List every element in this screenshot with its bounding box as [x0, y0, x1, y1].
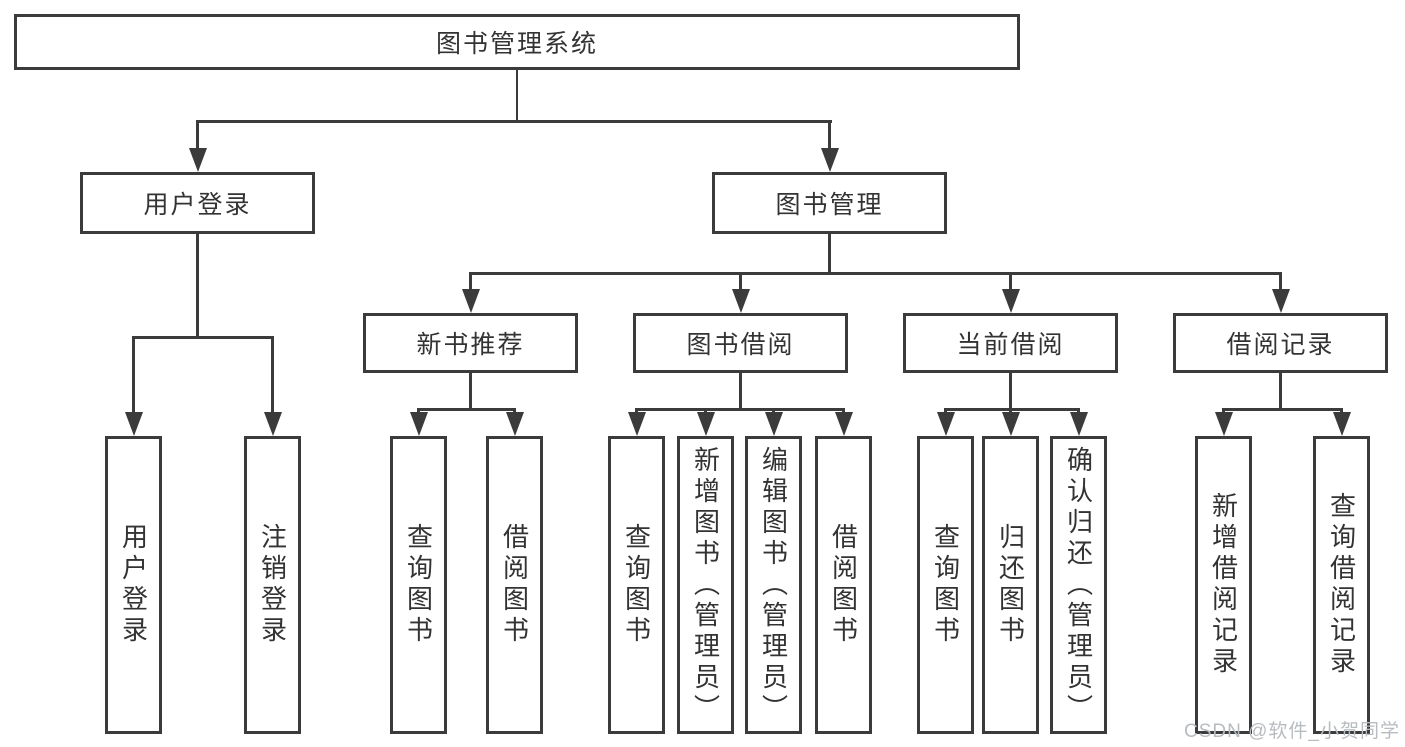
arrowhead-to-user-login [188, 148, 207, 172]
arrowhead-newbook-leaf1 [409, 412, 428, 436]
connector-curborrow-bar [944, 408, 1081, 411]
arrowhead-to-book-borrow [731, 289, 750, 313]
connector-newbook-bar [417, 408, 517, 411]
node-user-login-label: 用户登录 [143, 191, 252, 219]
connector-borrowrec-drop2 [1340, 408, 1343, 415]
leaf-borrow-query-book: 查询图书 [608, 436, 665, 734]
connector-borrowrec-drop1 [1222, 408, 1225, 415]
connector-newbook-stem [469, 373, 472, 408]
node-book-management: 图书管理 [712, 172, 947, 234]
connector-root-bar [196, 120, 833, 123]
leaf-newbook-query-book: 查询图书 [390, 436, 447, 734]
leaf-logout: 注销登录 [244, 436, 301, 734]
arrowhead-to-new-book [461, 289, 480, 313]
connector-root-drop-right [828, 120, 831, 150]
connector-userlogin-drop1 [132, 336, 135, 414]
node-root-label: 图书管理系统 [435, 30, 598, 58]
arrowhead-newbook-leaf2 [505, 412, 524, 436]
connector-bookmgmt-drop2 [739, 272, 742, 290]
node-new-book-recommend: 新书推荐 [363, 313, 578, 373]
connector-curborrow-drop3 [1077, 408, 1080, 415]
arrowhead-borrowrec-leaf2 [1332, 412, 1351, 436]
arrowhead-curborrow-leaf2 [1001, 412, 1020, 436]
node-book-borrow-label: 图书借阅 [686, 331, 795, 359]
node-borrow-record-label: 借阅记录 [1226, 331, 1335, 359]
leaf-newbook-borrow-book: 借阅图书 [486, 436, 543, 734]
node-borrow-record: 借阅记录 [1173, 313, 1388, 373]
connector-bookmgmt-drop1 [469, 272, 472, 290]
connector-userlogin-stem [196, 234, 199, 336]
leaf-borrow-edit-book-admin: 编辑图书（管理员） [745, 436, 802, 734]
arrowhead-to-leaf-logout [263, 412, 282, 436]
arrowhead-curborrow-leaf1 [936, 412, 955, 436]
connector-bookborrow-stem [739, 373, 742, 408]
csdn-watermark: CSDN @软件_小贺同学 [1184, 721, 1400, 742]
connector-bookmgmt-drop3 [1009, 272, 1012, 290]
leaf-borrow-add-book-admin: 新增图书（管理员） [677, 436, 734, 734]
arrowhead-to-leaf-login [124, 412, 143, 436]
leaf-record-add-record: 新增借阅记录 [1195, 436, 1252, 734]
arrowhead-to-book-mgmt [820, 148, 839, 172]
node-book-management-label: 图书管理 [775, 191, 884, 219]
arrowhead-to-cur-borrow [1001, 289, 1020, 313]
node-user-login: 用户登录 [80, 172, 315, 234]
arrowhead-bookborrow-leaf1 [627, 412, 646, 436]
arrowhead-bookborrow-leaf4 [834, 412, 853, 436]
connector-bookmgmt-stem [828, 234, 831, 272]
leaf-borrow-borrow-book: 借阅图书 [815, 436, 872, 734]
connector-root-stem [515, 70, 519, 120]
connector-userlogin-bar [132, 336, 274, 339]
node-book-borrow: 图书借阅 [633, 313, 848, 373]
connector-bookborrow-drop2 [704, 408, 707, 415]
connector-bookmgmt-bar [469, 272, 1283, 275]
connector-bookborrow-drop4 [842, 408, 845, 415]
arrowhead-borrowrec-leaf1 [1214, 412, 1233, 436]
connector-bookborrow-bar [635, 408, 846, 411]
node-root-system: 图书管理系统 [14, 14, 1020, 70]
connector-bookmgmt-drop4 [1279, 272, 1282, 290]
leaf-current-confirm-return-admin: 确认归还（管理员） [1050, 436, 1107, 734]
connector-bookborrow-drop1 [635, 408, 638, 415]
connector-newbook-drop1 [417, 408, 420, 415]
node-current-borrow: 当前借阅 [903, 313, 1118, 373]
connector-curborrow-drop2 [1009, 408, 1012, 415]
node-current-borrow-label: 当前借阅 [956, 331, 1065, 359]
leaf-user-login: 用户登录 [105, 436, 162, 734]
connector-borrowrec-stem [1279, 373, 1282, 408]
connector-newbook-drop2 [513, 408, 516, 415]
leaf-current-query-book: 查询图书 [917, 436, 974, 734]
arrowhead-curborrow-leaf3 [1069, 412, 1088, 436]
leaf-record-query-record: 查询借阅记录 [1313, 436, 1370, 734]
arrowhead-bookborrow-leaf3 [764, 412, 783, 436]
leaf-current-return-book: 归还图书 [982, 436, 1039, 734]
arrowhead-bookborrow-leaf2 [696, 412, 715, 436]
connector-curborrow-drop1 [944, 408, 947, 415]
arrowhead-to-borrow-rec [1271, 289, 1290, 313]
connector-bookborrow-drop3 [772, 408, 775, 415]
connector-borrowrec-bar [1222, 408, 1344, 411]
connector-root-drop-left [196, 120, 199, 150]
node-new-book-recommend-label: 新书推荐 [416, 331, 525, 359]
connector-userlogin-drop2 [271, 336, 274, 414]
connector-curborrow-stem [1009, 373, 1012, 408]
